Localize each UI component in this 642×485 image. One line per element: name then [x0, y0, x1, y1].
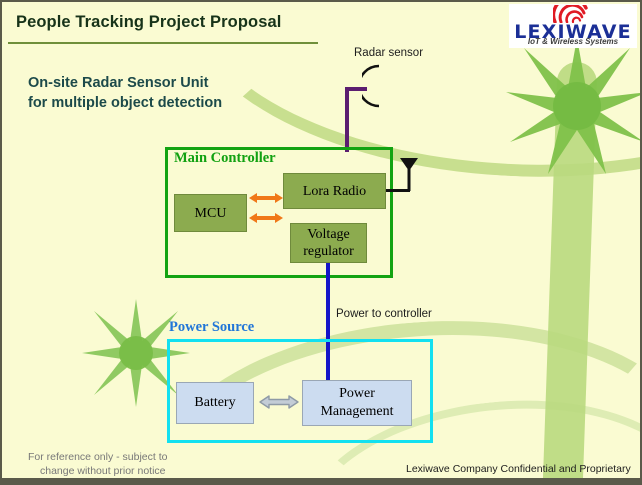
block-mcu-label: MCU — [194, 205, 227, 221]
subtitle-line-2: for multiple object detection — [28, 95, 223, 111]
block-lora-radio[interactable]: Lora Radio — [283, 173, 386, 209]
block-voltage-regulator-label: Voltage regulator — [303, 226, 354, 260]
footer-confidentiality: Lexiwave Company Confidential and Propri… — [406, 463, 631, 475]
background-band — [542, 61, 598, 483]
block-lora-radio-label: Lora Radio — [302, 183, 367, 199]
company-logo[interactable]: LEXIWAVE IoT & Wireless Systems — [509, 4, 637, 48]
battery-link-arrow-icon — [259, 395, 299, 409]
title-underline — [8, 42, 318, 44]
main-controller-group — [165, 147, 393, 278]
page-title: People Tracking Project Proposal — [16, 13, 282, 31]
block-power-management[interactable]: Power Management — [302, 380, 412, 426]
parabolic-dish-icon — [362, 64, 380, 108]
footer-disclaimer-line-1: For reference only - subject to — [28, 451, 168, 463]
pm-line-1: Power — [339, 386, 375, 401]
green-starburst-icon — [506, 38, 640, 174]
bus-arrow-mcu-vreg-icon — [249, 213, 283, 223]
power-source-group — [167, 339, 433, 443]
subtitle-line-1: On-site Radar Sensor Unit — [28, 75, 209, 91]
antenna-wire — [386, 189, 410, 192]
logo-wordmark: LEXIWAVE — [514, 21, 632, 43]
radar-sensor-label: Radar sensor — [354, 47, 424, 59]
radar-wire-vertical — [345, 87, 349, 152]
pm-line-2: Management — [320, 404, 394, 419]
vreg-line-2: regulator — [303, 244, 354, 259]
footer-disclaimer: For reference only - subject to change w… — [28, 450, 167, 478]
power-connection-line — [326, 263, 330, 390]
power-connection-label: Power to controller — [336, 308, 432, 320]
footer-disclaimer-line-2: change without prior notice — [40, 465, 166, 477]
page-subtitle: On-site Radar Sensor Unit for multiple o… — [28, 73, 222, 113]
bus-arrow-mcu-lora-icon — [249, 193, 283, 203]
main-controller-label: Main Controller — [174, 150, 276, 166]
logo-tagline: IoT & Wireless Systems — [527, 37, 619, 46]
block-voltage-regulator[interactable]: Voltage regulator — [290, 223, 367, 263]
block-mcu[interactable]: MCU — [174, 194, 247, 232]
block-battery-label: Battery — [194, 395, 236, 410]
footer-rule — [2, 478, 640, 483]
radar-wire-horizontal — [345, 87, 367, 91]
block-power-management-label: Power Management — [320, 385, 393, 421]
antenna-icon — [400, 158, 418, 191]
power-source-label: Power Source — [169, 319, 255, 335]
wifi-wave-icon — [553, 5, 588, 23]
vreg-line-1: Voltage — [307, 227, 350, 242]
block-battery[interactable]: Battery — [176, 382, 254, 424]
